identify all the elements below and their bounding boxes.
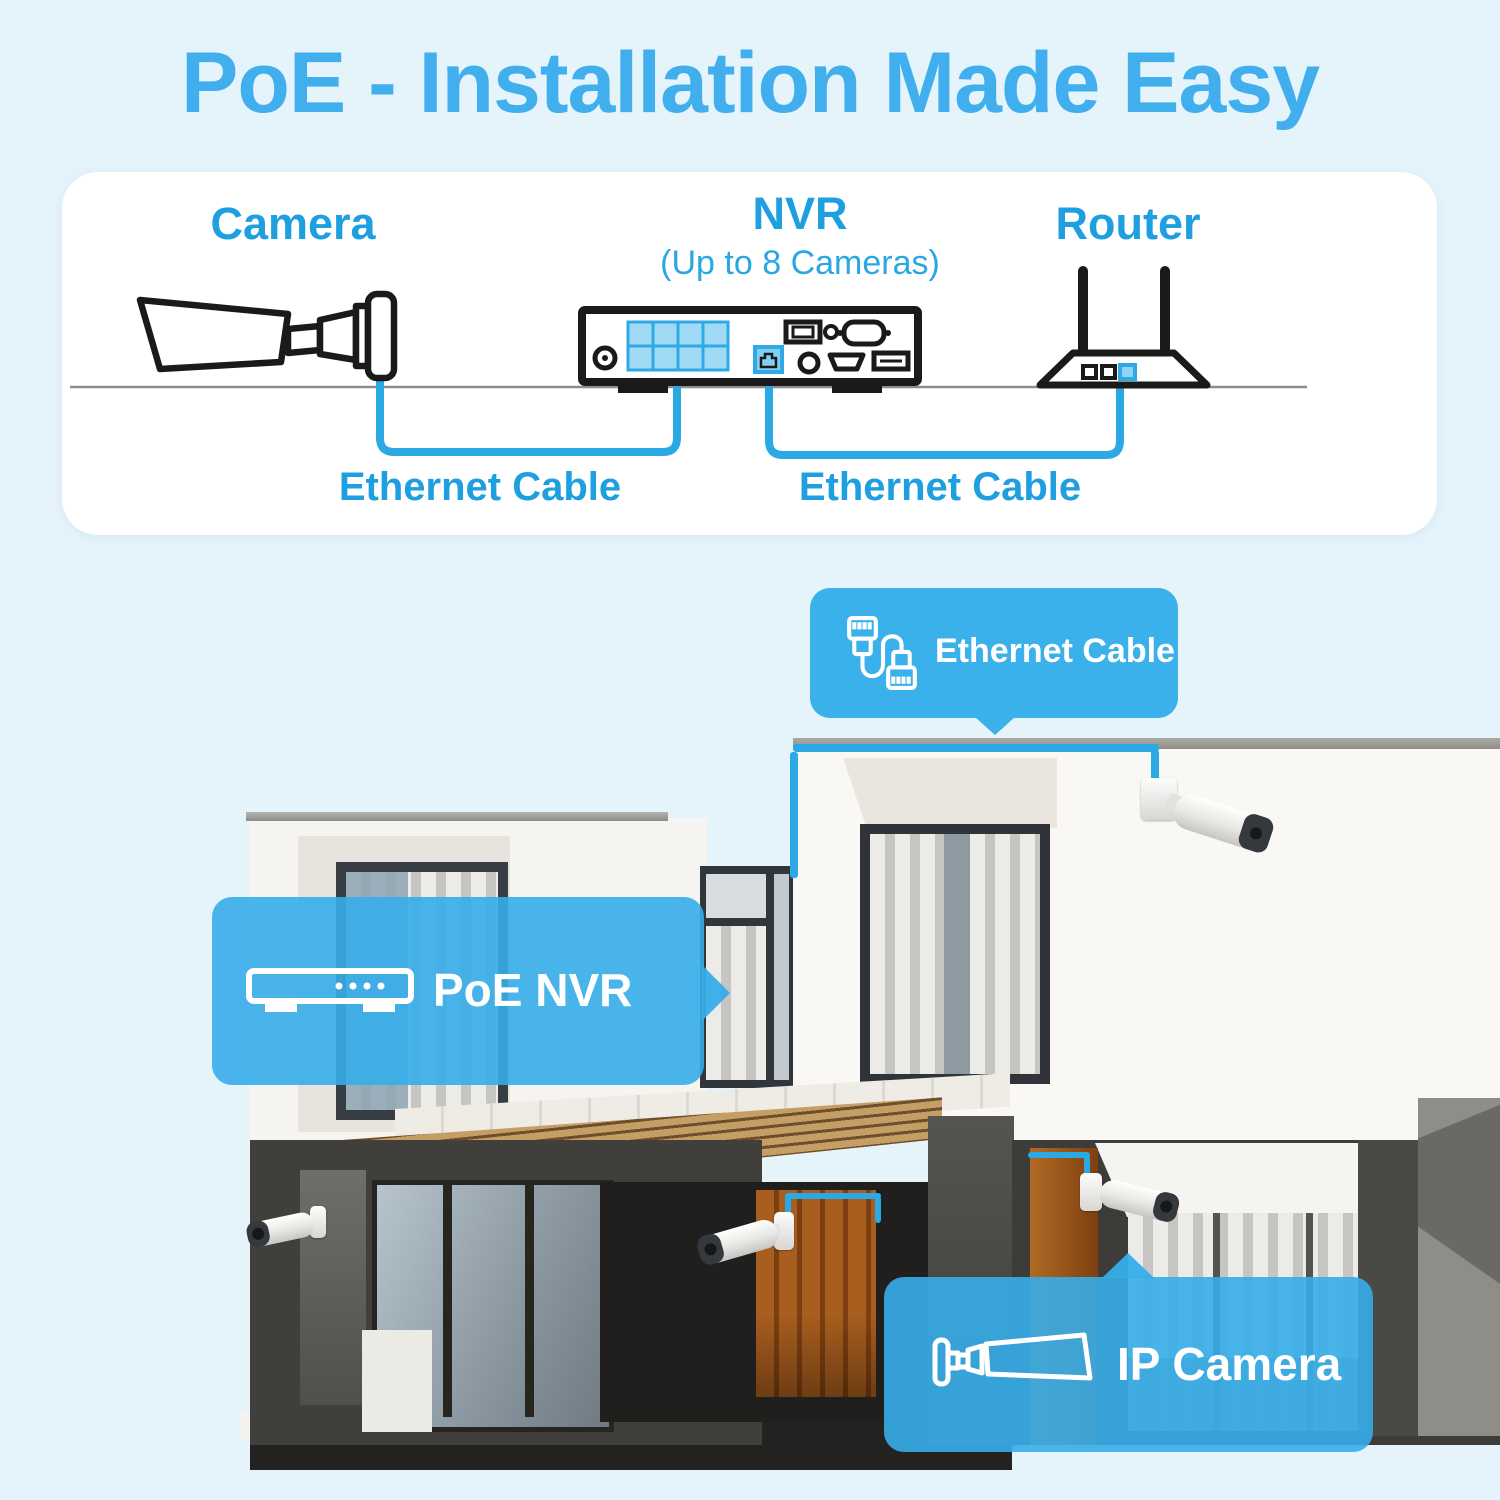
camera-body (1096, 1177, 1182, 1224)
ethernet-cable-2-label: Ethernet Cable (798, 465, 1082, 509)
nvr-label: NVR (752, 188, 848, 239)
camera-body (244, 1210, 317, 1249)
callout-pointer-up (1102, 1253, 1154, 1278)
camera-lens (1158, 1199, 1174, 1215)
camera-lens-cap (1150, 1189, 1182, 1224)
security-camera-left (244, 1196, 341, 1256)
wall-cable-horizontal (793, 744, 1159, 752)
security-camera-top-right (1133, 770, 1283, 870)
wall-cable-drop-left (790, 752, 798, 878)
router-wan-port (1118, 363, 1137, 381)
camera-mount (774, 1212, 794, 1250)
ethernet-cable-2-line (765, 366, 1124, 459)
wall-cable-drop-right (1151, 750, 1159, 784)
nvr-sublabel: (Up to 8 Cameras) (660, 244, 940, 282)
camera-lens (250, 1226, 266, 1241)
right-roof-trim (793, 738, 1500, 749)
right-window-curtain-gap (944, 834, 970, 1074)
security-camera-right (1078, 1163, 1188, 1228)
camera-line-drawing (136, 290, 398, 382)
page-title: PoE - Installation Made Easy (180, 35, 1320, 131)
camera4-cable-bracket (1028, 1152, 1090, 1158)
poe-nvr-callout: PoE NVR (212, 897, 730, 1085)
nvr-channel-grid (626, 320, 730, 372)
bullet-camera-icon (932, 1332, 1093, 1387)
left-roof-trim (246, 812, 668, 821)
camera-lens-cap (244, 1218, 272, 1249)
door-cable-bracket (785, 1196, 791, 1220)
glass-mullion (443, 1185, 452, 1417)
callout-pointer-down (975, 717, 1015, 735)
camera-lens-cap (1236, 811, 1276, 856)
glass-mullion (525, 1185, 534, 1417)
right-window-recess (843, 758, 1057, 828)
white-pillar (362, 1330, 432, 1432)
ethernet-cable-1-line (376, 368, 681, 456)
right-window (860, 824, 1050, 1084)
ip-camera-callout: IP Camera (884, 1253, 1373, 1452)
wall-shadow (1418, 1104, 1500, 1284)
camera-body (1169, 790, 1276, 856)
camera-lens (703, 1241, 718, 1257)
camera-body (694, 1216, 782, 1267)
camera-lens (1248, 825, 1264, 841)
router-line-drawing (1036, 266, 1211, 389)
camera4-cable-bracket (1084, 1155, 1090, 1185)
poe-nvr-callout-label: PoE NVR (433, 964, 633, 1016)
connection-diagram-card: Camera NVR (Up to 8 Cameras) Router (62, 172, 1437, 535)
camera-lens-cap (694, 1231, 727, 1267)
ip-camera-callout-label: IP Camera (1117, 1338, 1342, 1390)
connection-diagram-drawing (70, 266, 1307, 459)
nvr-icon (246, 968, 414, 1012)
door-cable-bracket (875, 1196, 881, 1223)
middle-window-pane-top (706, 874, 766, 918)
router-label: Router (1055, 198, 1201, 249)
camera-mount (310, 1206, 326, 1238)
ethernet-callout-label: Ethernet Cable (935, 632, 1175, 670)
camera-label: Camera (210, 198, 376, 249)
middle-window-pane-right (774, 874, 789, 1080)
camera-mount (1080, 1173, 1102, 1211)
callout-pointer-right (702, 965, 730, 1021)
right-gray-wall (1418, 1098, 1500, 1436)
ethernet-cable-icon (847, 616, 917, 690)
door-cable-bracket (785, 1193, 881, 1199)
ethernet-cable-1-label: Ethernet Cable (338, 465, 622, 509)
nvr-line-drawing (578, 306, 922, 393)
ethernet-cable-callout: Ethernet Cable (810, 588, 1178, 735)
security-camera-center (692, 1200, 802, 1270)
